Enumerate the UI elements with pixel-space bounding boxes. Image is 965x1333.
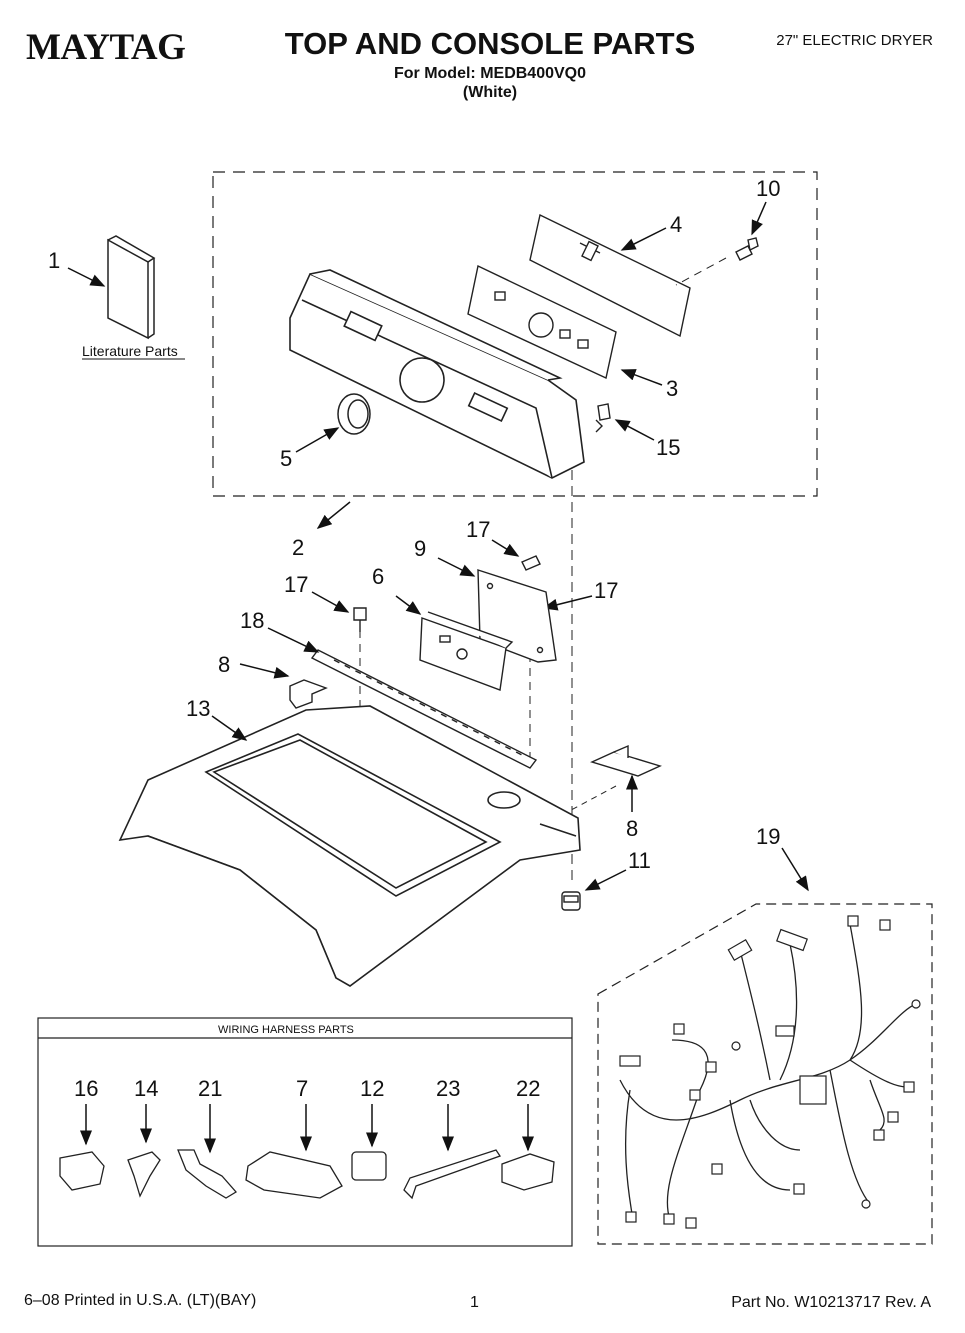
screw-17-top (521, 555, 541, 571)
print-info: 6–08 Printed in U.S.A. (LT)(BAY) (24, 1292, 257, 1309)
brand-logo: MAYTAG (26, 27, 186, 68)
wiring-harness-parts-box: WIRING HARNESS PARTS 16 14 21 7 12 23 22 (37, 1017, 573, 1247)
console-housing (289, 269, 585, 479)
callout-8-left: 8 (218, 652, 230, 677)
literature-label: Literature Parts (82, 343, 178, 359)
callout-17-left: 17 (284, 572, 308, 597)
callout-5: 5 (280, 446, 292, 471)
terminal-21 (177, 1149, 238, 1199)
clip-14 (127, 1151, 161, 1198)
callout-3: 3 (666, 376, 678, 401)
harness-item-23: 23 (436, 1076, 460, 1101)
page-title: TOP AND CONSOLE PARTS (284, 26, 696, 61)
model-info: For Model: MEDB400VQ0 (White) (230, 64, 750, 102)
callout-17-top: 17 (466, 517, 490, 542)
callout-2: 2 (292, 535, 304, 560)
spacer-left (289, 679, 328, 709)
screw-17-left (353, 607, 367, 632)
control-knob (337, 393, 371, 435)
page-number: 1 (470, 1294, 479, 1311)
console-rear-panel (529, 213, 691, 338)
product-type: 27" ELECTRIC DRYER (776, 32, 933, 49)
terminal-block-7 (245, 1151, 343, 1199)
timer-module (419, 611, 514, 691)
control-board (467, 264, 617, 380)
part-number: Part No. W10213717 Rev. A (731, 1294, 931, 1311)
callout-11: 11 (628, 848, 651, 873)
screw-10 (735, 237, 759, 261)
console-rail (310, 649, 538, 769)
harness-item-16: 16 (74, 1076, 98, 1101)
callout-9: 9 (414, 536, 426, 561)
callout-1: 1 (48, 248, 60, 273)
harness-item-22: 22 (516, 1076, 540, 1101)
connector-16 (59, 1151, 105, 1191)
callout-19: 19 (756, 824, 780, 849)
plug-12 (351, 1151, 387, 1181)
harness-item-21: 21 (198, 1076, 222, 1101)
housing-22 (501, 1153, 555, 1191)
model-line: For Model: MEDB400VQ0 (393, 65, 587, 82)
dryer-top-panel (118, 705, 581, 987)
harness-item-14: 14 (134, 1076, 158, 1101)
wiring-harness (597, 903, 933, 1245)
callout-6: 6 (372, 564, 384, 589)
leveling-foot (561, 891, 581, 911)
callout-8-right: 8 (626, 816, 638, 841)
literature-booklet (107, 235, 156, 340)
callout-18: 18 (240, 608, 264, 633)
callout-4: 4 (670, 212, 682, 237)
console-group-box (212, 171, 818, 497)
callout-17-right: 17 (594, 578, 618, 603)
callout-10: 10 (756, 176, 780, 201)
callout-13: 13 (186, 696, 210, 721)
callout-15: 15 (656, 435, 680, 460)
cable-tie-23 (403, 1149, 502, 1200)
spacer-right (590, 744, 662, 777)
harness-item-12: 12 (360, 1076, 384, 1101)
harness-parts-title: WIRING HARNESS PARTS (218, 1024, 354, 1036)
color-line: (White) (462, 84, 518, 101)
harness-item-7: 7 (296, 1076, 308, 1101)
screw-15 (595, 403, 611, 433)
